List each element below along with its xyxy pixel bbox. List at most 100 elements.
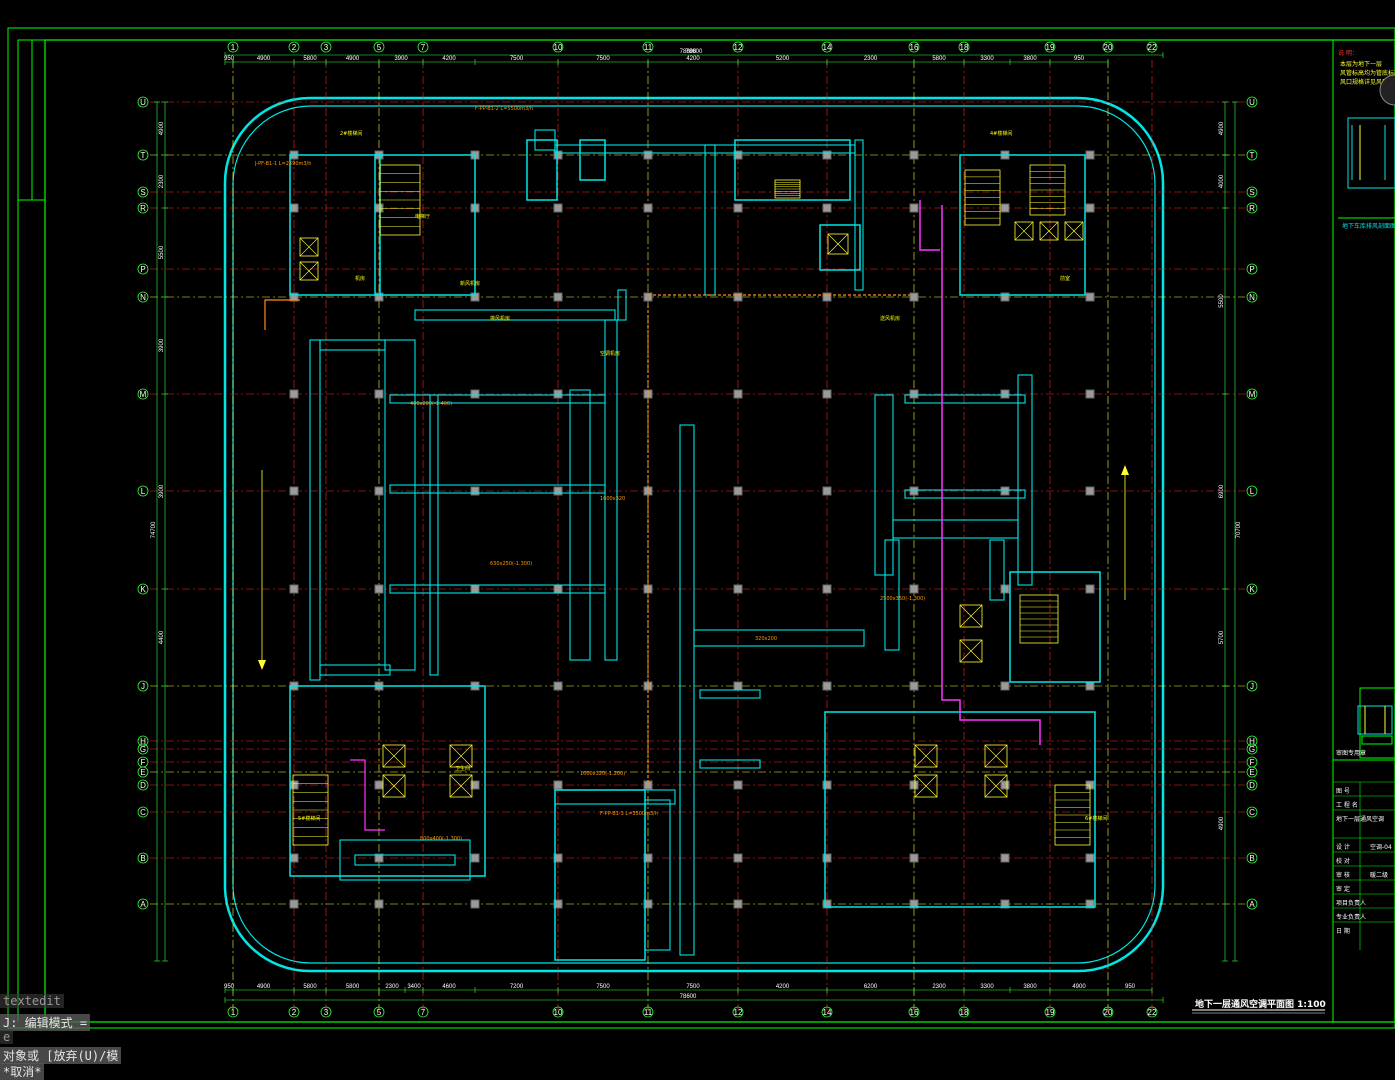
grid-bubble-label: G [1249, 745, 1255, 754]
duct-segment [414, 309, 616, 321]
command-history-1: textedit [0, 994, 64, 1008]
grid-bubble-label: 16 [910, 43, 919, 52]
grid-bubble [137, 96, 149, 108]
grid-bubble-label: A [1249, 900, 1255, 909]
column [733, 389, 743, 399]
grid-bubble [1246, 291, 1258, 303]
viewcube-icon[interactable] [1379, 74, 1395, 106]
grid-bubble-label: 12 [734, 43, 743, 52]
elevator-cross [827, 233, 849, 255]
grid-bubble-label: C [140, 808, 146, 817]
column [374, 486, 384, 496]
grid-bubble [137, 186, 149, 198]
grid-bubble [1246, 583, 1258, 595]
building-outline-inner [232, 105, 1156, 964]
grid-bubble-label: 5 [377, 43, 382, 52]
elevator-cross [382, 744, 406, 768]
room-label: 排风机房 [490, 315, 510, 322]
elevator-cross [449, 744, 473, 768]
grid-bubble-label: 2 [292, 43, 297, 52]
grid-bubble [320, 41, 332, 53]
grid-bubble-label: K [1249, 585, 1255, 594]
dim-label: 4200 [686, 56, 700, 62]
column [470, 853, 480, 863]
column [909, 681, 919, 691]
dim-label: 4900 [257, 984, 271, 990]
elevator-cross [1039, 221, 1059, 241]
dim-label: 2300 [385, 984, 399, 990]
column [374, 389, 384, 399]
dim-label: 5500 [1219, 294, 1225, 308]
grid-bubble-label: 22 [1148, 1008, 1157, 1017]
column [470, 486, 480, 496]
column [909, 899, 919, 909]
grid-bubble [1246, 96, 1258, 108]
room-label: 2#楼梯间 [340, 130, 362, 137]
drawing-title: 地下一层通风空调平面图 1:100 [1195, 998, 1326, 1010]
note-line-1: 本层为地下一层 [1340, 60, 1382, 68]
column [909, 389, 919, 399]
dim-label: 950 [224, 56, 235, 62]
notes-header: 说 明： [1338, 49, 1358, 57]
grid-bubble-label: 10 [554, 43, 563, 52]
dim-label: 4400 [159, 630, 165, 644]
column [1000, 203, 1010, 213]
duct-segment [309, 339, 321, 681]
dim-label: 4200 [776, 984, 790, 990]
grid-bubble-label: D [1249, 781, 1255, 790]
duct-note: 1000x320(-1.200) [580, 771, 625, 777]
elevator-icon [382, 774, 406, 798]
grid-bubble-label: B [1249, 854, 1254, 863]
command-status: *取消* [0, 1063, 45, 1080]
dim-label: 3300 [980, 56, 994, 62]
grid-bubble-label: B [140, 854, 145, 863]
grid-bubble-label: H [140, 737, 146, 746]
duct-segment [534, 129, 556, 151]
dim-label: 4000 [1219, 174, 1225, 188]
column [822, 150, 832, 160]
title-block-label: 审 核 [1336, 871, 1350, 879]
elevator-icon [449, 774, 473, 798]
core-wall [526, 139, 558, 201]
core-wall [959, 154, 1086, 296]
grid-bubble [642, 41, 654, 53]
room-label: 6#楼梯间 [1085, 815, 1107, 822]
structural-columns [289, 150, 1095, 909]
note-line-3: 风口规格详见风口表 [1340, 78, 1394, 86]
column [643, 899, 653, 909]
column [553, 389, 563, 399]
grid-bubble [1246, 766, 1258, 778]
column [733, 681, 743, 691]
dim-label: 7500 [510, 56, 524, 62]
elevator-icon [299, 261, 319, 281]
column [822, 780, 832, 790]
column [909, 150, 919, 160]
duct-segment [693, 629, 865, 647]
elevator-cross [299, 261, 319, 281]
dim-label: 7500 [596, 984, 610, 990]
duct-segment [699, 759, 761, 769]
duct-segment [389, 394, 606, 404]
grid-bubble-label: 22 [1148, 43, 1157, 52]
command-prompt[interactable]: 对象或 [放弃(U)/模 [0, 1047, 122, 1064]
grid-bubble [137, 898, 149, 910]
column [643, 292, 653, 302]
column [733, 150, 743, 160]
duct-segment [989, 539, 1005, 601]
core-wall [374, 154, 476, 296]
core-wall [579, 139, 606, 181]
exhaust-pipe [350, 759, 385, 831]
grid-bubble [732, 1006, 744, 1018]
elevator-cross [382, 774, 406, 798]
room-label: 空调机房 [600, 350, 620, 357]
duct-note: J-PF-B1-1 L=2590m3/h [254, 161, 311, 167]
duct-segment [604, 319, 618, 661]
elevator-cross [914, 744, 938, 768]
elevator-icon [449, 744, 473, 768]
grid-bubble-label: E [1249, 768, 1254, 777]
grid-bubble [1246, 743, 1258, 755]
duct-segment [389, 484, 606, 494]
elevator-icon [1064, 221, 1084, 241]
grid-bubble [1246, 680, 1258, 692]
